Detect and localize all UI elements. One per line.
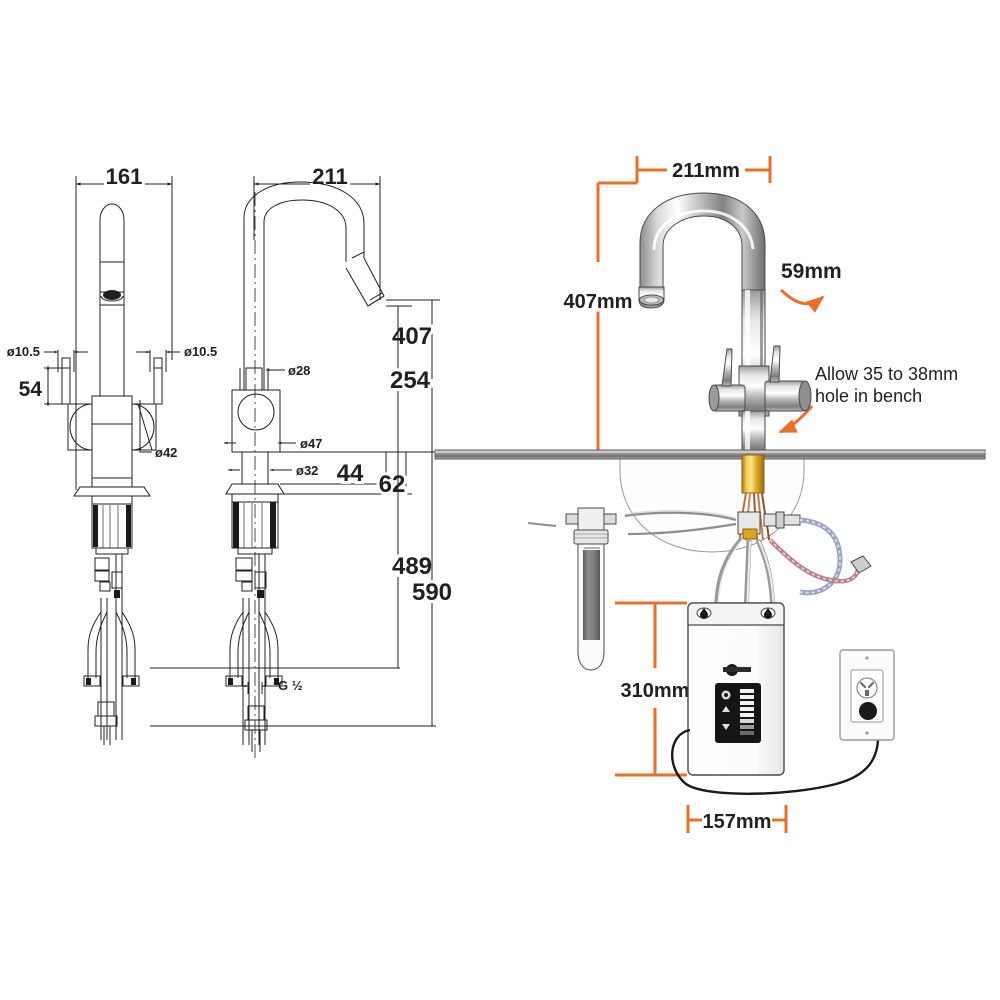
label-44: 44: [337, 460, 364, 487]
water-filter: [565, 507, 617, 671]
label-54: 54: [19, 378, 43, 401]
dim-407: 407: [280, 299, 440, 453]
label-254: 254: [390, 367, 431, 394]
dim-54: 54: [19, 365, 62, 407]
label-dia-10-5-right: ø10.5: [184, 344, 217, 359]
label-dia-10-5-left: ø10.5: [7, 344, 40, 359]
tank-control-panel[interactable]: [715, 683, 761, 743]
dim-590: 590: [150, 452, 455, 727]
label-211mm: 211mm: [672, 160, 740, 182]
label-211: 211: [312, 164, 348, 189]
sink-bowl: [619, 454, 805, 553]
dim-310mm: 310mm: [615, 601, 693, 777]
note-bench-hole: Allow 35 to 38mm hole in bench: [778, 364, 958, 434]
brand-logo: [723, 664, 751, 676]
mixer-tap: [638, 192, 812, 456]
label-dia-42: ø42: [155, 445, 177, 460]
bench-top: [434, 449, 986, 460]
front-elevation-view: ø10.5 ø10.5 54 ø42 161: [7, 161, 217, 745]
tap-handle-left[interactable]: [708, 348, 746, 412]
note-59mm: 59mm: [779, 260, 842, 313]
tap-shank-and-pipes: [737, 454, 770, 541]
label-dia-32: ø32: [296, 463, 318, 478]
dim-dia-42: ø42: [138, 400, 177, 460]
dim-thread-g-half: G ½: [240, 678, 303, 694]
dim-44: 44: [280, 452, 390, 490]
temperature-bargraph: [740, 689, 754, 735]
side-under-bench-assembly: [225, 493, 283, 752]
dim-211mm: 211mm: [635, 156, 772, 183]
dim-dia-10-5-right: ø10.5: [136, 344, 217, 372]
label-59mm: 59mm: [781, 260, 842, 283]
dim-211: 211: [253, 161, 381, 300]
label-407mm: 407mm: [564, 291, 633, 313]
dim-489: 489: [150, 452, 435, 669]
label-161: 161: [106, 164, 143, 189]
temp-up-icon: [722, 706, 730, 712]
dim-161: [75, 176, 173, 490]
temp-down-icon: [722, 724, 730, 730]
power-cord: [671, 728, 880, 795]
side-column: [225, 192, 285, 760]
label-dia-28: ø28: [288, 363, 310, 378]
tap-handle-right[interactable]: [764, 345, 812, 412]
hot-water-tank: [687, 602, 785, 776]
label-62: 62: [379, 471, 406, 498]
label-489: 489: [392, 553, 432, 580]
front-under-bench-assembly: [73, 477, 151, 745]
dim-254: 254: [386, 305, 434, 452]
dim-407mm: 407mm: [560, 181, 637, 454]
label-157mm: 157mm: [703, 811, 772, 833]
front-body: [61, 357, 163, 479]
label-bench-hole-line2: hole in bench: [815, 386, 922, 406]
installation-view: 211mm 407mm 59mm Allow 35 to 38mm hole i…: [434, 156, 986, 833]
dim-dia-28: ø28: [239, 363, 310, 390]
label-bench-hole-line1: Allow 35 to 38mm: [815, 364, 958, 384]
side-elevation-view: 211: [150, 161, 455, 760]
front-spout: [99, 203, 125, 397]
label-407: 407: [392, 323, 432, 350]
label-310mm: 310mm: [621, 680, 690, 702]
label-590: 590: [412, 579, 452, 606]
dim-157mm: 157mm: [686, 805, 788, 833]
label-thread-g-half: G ½: [278, 678, 303, 693]
power-outlet[interactable]: [839, 649, 895, 741]
side-spout: [243, 181, 385, 307]
dim-62: 62: [280, 452, 412, 501]
dim-dia-32: ø32: [227, 463, 318, 478]
label-dia-47: ø47: [300, 436, 322, 451]
dim-dia-47: ø47: [223, 436, 322, 451]
dim-dia-10-5-left: ø10.5: [7, 344, 88, 372]
